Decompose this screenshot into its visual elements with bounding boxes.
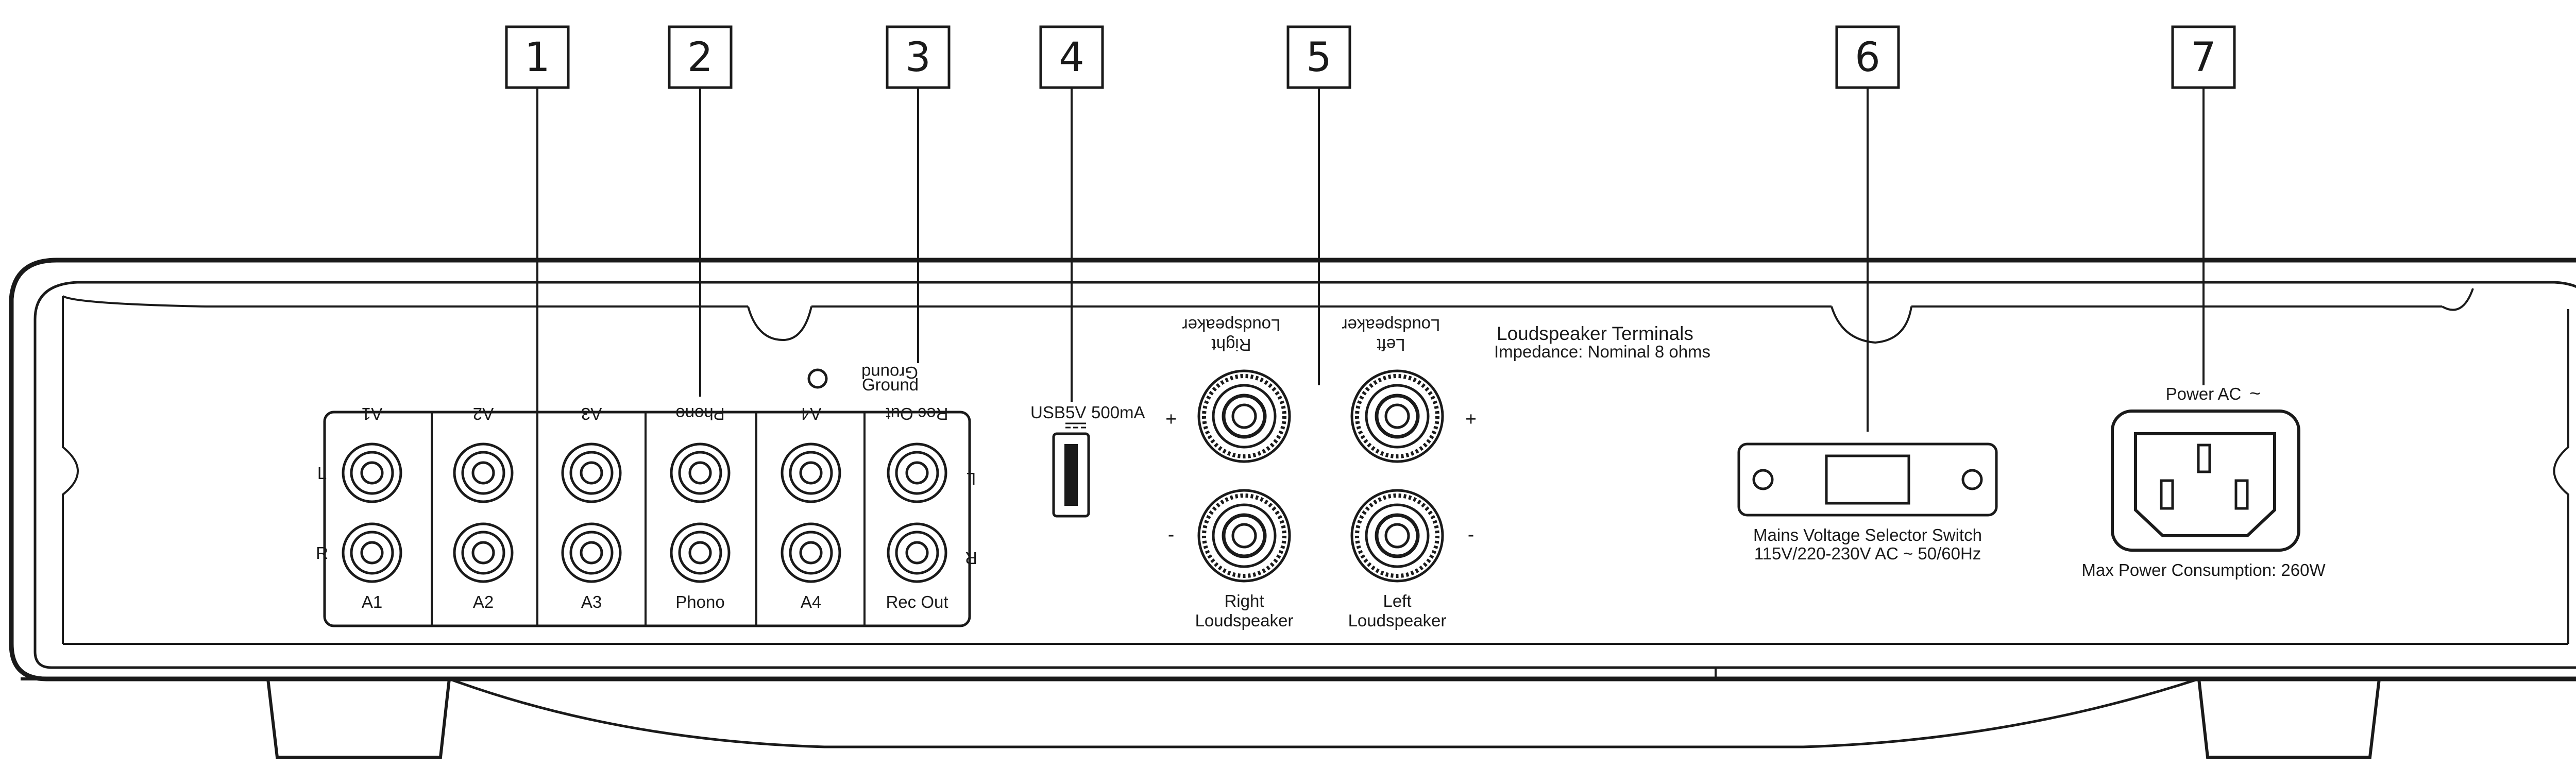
voltage-selector-label: Mains Voltage Selector Switch: [1753, 525, 1982, 544]
rca-jack: [342, 442, 402, 503]
right-speaker-label-line1: Right: [1224, 591, 1264, 610]
callout-number: 6: [1855, 35, 1880, 81]
power-ac-symbol: ~: [2249, 383, 2261, 404]
callout-number: 7: [2191, 35, 2216, 81]
voltage-selector-spec: 115V/220-230V AC ~ 50/60Hz: [1754, 544, 1981, 563]
loudspeaker-impedance: Impedance: Nominal 8 ohms: [1494, 342, 1710, 361]
channel-left-label-inverted: L: [967, 469, 976, 488]
callout-4: 4: [1039, 25, 1104, 402]
rca-jack: [781, 442, 841, 503]
left-minus-sign: -: [1468, 524, 1474, 545]
right-plus-sign: +: [1165, 408, 1177, 430]
max-power-consumption: Max Power Consumption: 260W: [2081, 560, 2326, 579]
input-label-recout: Rec Out: [886, 592, 948, 611]
rca-jack: [453, 442, 514, 503]
callout-7: 7: [2171, 25, 2236, 385]
right-minus-sign: -: [1168, 524, 1174, 545]
rca-jack: [561, 442, 622, 503]
callout-1: 1: [505, 25, 570, 412]
callout-number: 2: [687, 35, 713, 81]
rca-jack: [342, 522, 402, 583]
right-speaker-label-inverted-line2: Loudspeaker: [1182, 316, 1281, 335]
rca-jack: [887, 522, 947, 583]
rca-jack: [670, 522, 731, 583]
analogue-inputs: A1 A2 A3 Phono A4 Rec Out L R L R A1 A2 …: [316, 404, 977, 627]
callout-6: 6: [1835, 25, 1900, 432]
input-label-a4: A4: [801, 592, 821, 611]
input-label-a3-inverted: A3: [581, 404, 602, 423]
loudspeaker-terminals-title: Loudspeaker Terminals: [1497, 323, 1693, 344]
left-speaker-label-line1: Left: [1383, 591, 1411, 610]
input-label-a4-inverted: A4: [801, 404, 821, 423]
binding-post-right-negative: [1197, 489, 1291, 583]
loudspeaker-terminals: Right Loudspeaker Left Loudspeaker Louds…: [1165, 316, 1710, 630]
rca-jack: [561, 522, 622, 583]
input-label-a2: A2: [473, 592, 494, 611]
left-plus-sign: +: [1465, 408, 1477, 430]
callout-number: 1: [524, 35, 550, 81]
input-label-a1: A1: [362, 592, 382, 611]
rca-jack: [887, 442, 947, 503]
callout-number: 4: [1059, 35, 1084, 81]
callout-3: 3: [886, 25, 951, 363]
mains-voltage-selector: Mains Voltage Selector Switch 115V/220-2…: [1737, 442, 1998, 563]
channel-right-label-inverted: R: [965, 549, 977, 568]
ground-label-inverted: Ground: [861, 363, 918, 382]
power-ac-label: Power AC: [2166, 384, 2242, 403]
input-label-recout-inverted: Rec Out: [886, 404, 948, 423]
callout-5: 5: [1286, 25, 1351, 385]
rca-jack: [453, 522, 514, 583]
usb-label: USB: [1030, 403, 1065, 422]
right-speaker-label-inverted-line1: Right: [1211, 335, 1251, 354]
usb-current: 500mA: [1091, 403, 1145, 422]
channel-right-label: R: [316, 543, 328, 563]
left-speaker-label-inverted-line1: Left: [1377, 335, 1405, 354]
input-label-a3: A3: [581, 592, 602, 611]
input-label-phono: Phono: [675, 592, 724, 611]
usb-voltage: 5V: [1065, 403, 1086, 422]
channel-left-label: L: [317, 464, 327, 483]
binding-post-left-positive: [1350, 369, 1444, 463]
rca-jack: [670, 442, 731, 503]
power-inlet: Power AC ~ Max Power Consumption: 260W: [2081, 383, 2326, 579]
chassis: [9, 258, 2576, 759]
input-label-a1-inverted: A1: [362, 404, 382, 423]
usb-port: USB 5V 500mA: [1030, 403, 1145, 518]
ground-label: Ground: [862, 375, 919, 394]
callout-number: 3: [905, 35, 931, 81]
right-speaker-label-line2: Loudspeaker: [1195, 611, 1294, 630]
left-speaker-label-inverted-line2: Loudspeaker: [1342, 316, 1440, 335]
input-label-a2-inverted: A2: [473, 404, 494, 423]
input-label-phono-inverted: Phono: [675, 404, 724, 423]
left-speaker-label-line2: Loudspeaker: [1348, 611, 1447, 630]
callout-number: 5: [1306, 35, 1332, 81]
binding-post-left-negative: [1350, 489, 1444, 583]
ground-terminal: Ground Ground: [807, 363, 919, 394]
rca-jack: [781, 522, 841, 583]
callout-2: 2: [668, 25, 733, 397]
binding-post-right-positive: [1197, 369, 1291, 463]
